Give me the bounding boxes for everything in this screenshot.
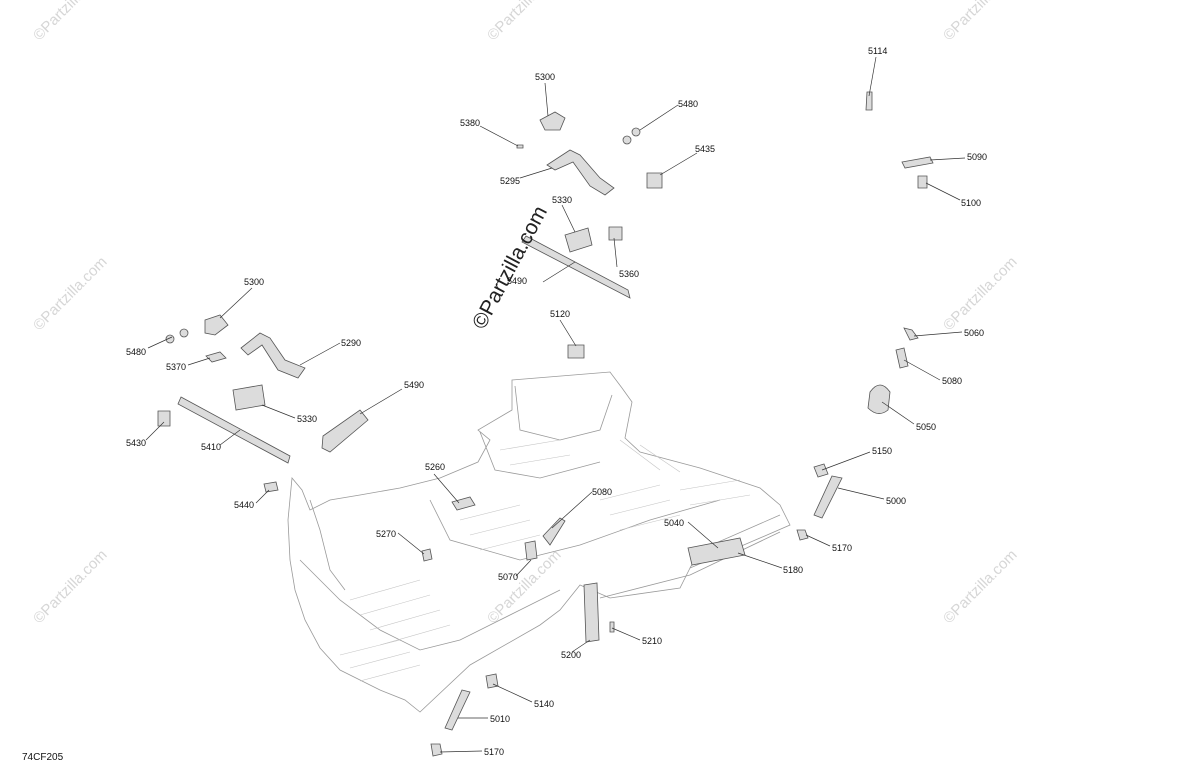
callout-label: 5150 <box>872 446 893 456</box>
callout-label: 5295 <box>500 176 521 186</box>
callout-label: 5050 <box>916 422 937 432</box>
callout-label: 5140 <box>534 699 555 709</box>
callout-label: 5090 <box>967 152 988 162</box>
callout-label: 5070 <box>498 572 519 582</box>
callout-label: 5040 <box>664 518 685 528</box>
leader-lines <box>145 56 966 753</box>
callout-label: 5180 <box>783 565 804 575</box>
callout-label: 5430 <box>126 438 147 448</box>
floor-texture <box>339 439 751 682</box>
callout-label: 5260 <box>425 462 446 472</box>
callout-label: 5210 <box>642 636 663 646</box>
callout-label: 5440 <box>234 500 255 510</box>
callout-label: 5060 <box>964 328 985 338</box>
callout-label: 5370 <box>166 362 187 372</box>
callout-label: 5290 <box>341 338 362 348</box>
callout-label: 5170 <box>832 543 853 553</box>
callout-label: 5480 <box>126 347 147 357</box>
callout-label: 5170 <box>484 747 505 757</box>
callout-label: 5380 <box>460 118 481 128</box>
callout-label: 5080 <box>942 376 963 386</box>
callout-label: 5300 <box>244 277 265 287</box>
callout-label: 5120 <box>550 309 571 319</box>
callout-label: 5080 <box>592 487 613 497</box>
callout-label: 5410 <box>201 442 222 452</box>
callout-label: 5435 <box>695 144 716 154</box>
callout-label: 5114 <box>868 46 888 56</box>
callout-label: 5360 <box>619 269 640 279</box>
callout-label: 5010 <box>490 714 511 724</box>
floor-assembly <box>287 371 791 713</box>
callout-label: 5330 <box>297 414 318 424</box>
figure-code: 74CF205 <box>22 752 64 763</box>
callout-label: 5490 <box>507 276 528 286</box>
callout-label: 5480 <box>678 99 699 109</box>
callout-label: 5000 <box>886 496 907 506</box>
callout-label: 5330 <box>552 195 573 205</box>
small-parts <box>157 91 934 757</box>
callout-label: 5490 <box>404 380 425 390</box>
callout-label: 5300 <box>535 72 556 82</box>
callout-label: 5100 <box>961 198 982 208</box>
callout-label: 5200 <box>561 650 582 660</box>
callout-label: 5270 <box>376 529 397 539</box>
